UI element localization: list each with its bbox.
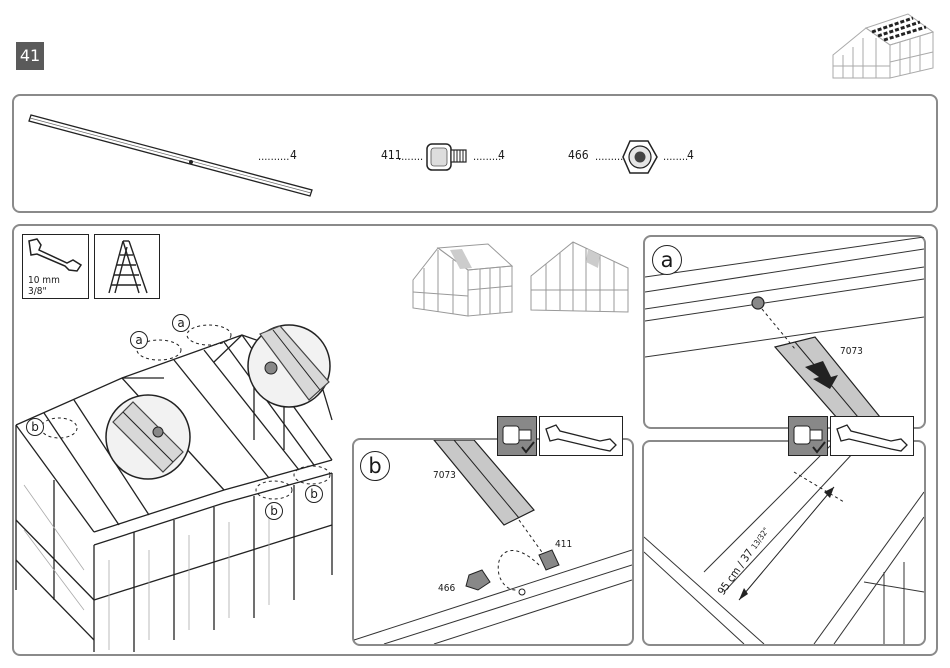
detail-a-label: a xyxy=(652,245,682,275)
callout-a-left: a xyxy=(130,331,148,349)
wrench-action-box xyxy=(539,416,623,456)
callout-b-right: b xyxy=(305,485,323,503)
step-number-badge: 41 xyxy=(16,42,44,70)
bolt-code-dots: ........ xyxy=(398,150,423,163)
wrench-size-mm: 10 mm xyxy=(28,275,60,286)
greenhouse-overview-icon xyxy=(828,10,938,82)
detail-c-illustration xyxy=(644,442,924,644)
bolt-icon xyxy=(789,417,827,455)
wrench-size-in: 3/8" xyxy=(28,286,47,297)
greenhouse-side-view-icon xyxy=(410,240,515,320)
greenhouse-rear-view-icon xyxy=(528,238,633,318)
wrench-icon xyxy=(831,417,913,455)
nut-part-code: 466 xyxy=(568,148,589,162)
detail-a-part-code: 7073 xyxy=(840,346,863,357)
zoom-detail-left-icon xyxy=(103,392,193,482)
callout-b-mid: b xyxy=(265,502,283,520)
ladder-tool-box xyxy=(94,234,160,299)
nut-qty-dots: ........ xyxy=(663,150,688,163)
zoom-detail-right-icon xyxy=(245,322,333,410)
detail-a-illustration xyxy=(645,237,924,427)
wrench-icon xyxy=(540,417,622,455)
callout-a-right: a xyxy=(172,314,190,332)
callout-b-left: b xyxy=(26,418,44,436)
wrench-action-box-c xyxy=(830,416,914,456)
rail-qty-dots: .......... xyxy=(258,150,289,163)
detail-b-illustration xyxy=(354,440,632,644)
detail-b-label: b xyxy=(360,451,390,481)
ladder-icon xyxy=(95,235,159,297)
wrench-icon xyxy=(23,235,87,275)
bolt-qty: 4 xyxy=(498,148,505,162)
nut-icon xyxy=(620,138,660,176)
wrench-tool-box: 10 mm 3/8" xyxy=(22,234,89,299)
nut-qty: 4 xyxy=(687,148,694,162)
detail-b-nut-code: 466 xyxy=(438,583,455,594)
bolt-icon xyxy=(424,140,470,174)
bolt-check-box-c xyxy=(788,416,828,456)
detail-b-part-code: 7073 xyxy=(433,470,456,481)
rail-qty: 4 xyxy=(290,148,297,162)
bolt-icon xyxy=(498,417,536,455)
bolt-check-box xyxy=(497,416,537,456)
detail-b-bolt-code: 411 xyxy=(555,539,572,550)
